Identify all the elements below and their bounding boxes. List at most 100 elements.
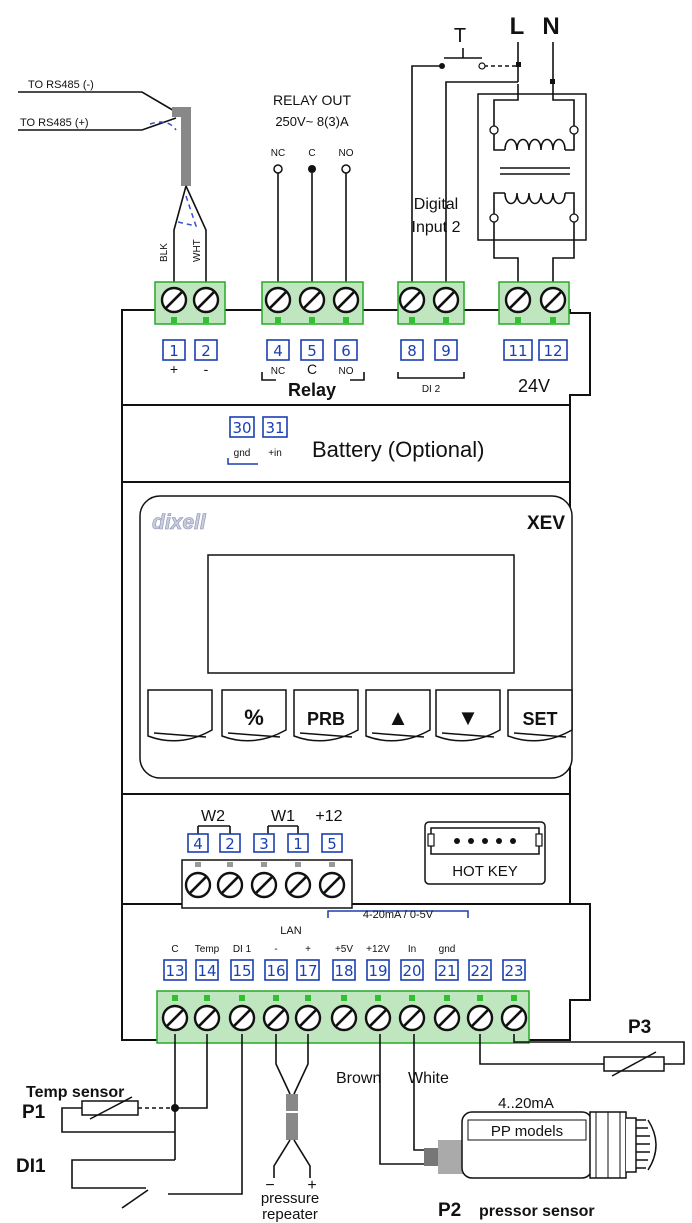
key-1[interactable]: % [221,689,287,742]
plus12-label: +12 [315,808,342,825]
bottom-screw-22 [466,1004,494,1032]
mid-terminal-5: 5 [327,835,337,853]
p1-label: P1 [22,1102,46,1123]
battery-label: Battery (Optional) [312,437,484,462]
ma-label: 4..20mA [498,1095,554,1112]
temp-sensor-label: Temp sensor [26,1084,124,1101]
top-terminal-label-6: NO [339,366,354,377]
transformer [477,84,587,290]
mid-terminal-3: 3 [259,835,269,853]
bottom-terminal-14: 14 [197,962,216,980]
digital-input-label-1: Digital [414,196,458,213]
top-terminal-12: 12 [543,342,562,360]
di1-label: DI1 [16,1156,46,1177]
top-screw-4 [264,286,292,314]
relay-group-label: Relay [288,380,336,400]
relay-out-rating: 250V~ 8(3)A [275,114,349,129]
top-screw-11 [504,286,532,314]
top-terminal-box [266,339,290,361]
w2-label: W2 [201,808,225,825]
bottom-terminal-19: 19 [368,962,387,980]
mid-screw-5 [318,871,346,899]
key-label-1: % [244,705,264,730]
rs485-minus-label: TO RS485 (-) [28,79,94,91]
brand-logo: dixell [152,511,207,534]
key-5[interactable]: SET [507,689,573,742]
top-terminal-box [538,339,568,361]
lan-label: LAN [280,925,301,937]
bottom-terminal-15: 15 [232,962,251,980]
key-3[interactable]: ▲ [365,689,431,742]
w1-label: W1 [271,808,295,825]
top-group-labels: Relay DI 2 24V [261,372,550,400]
p3-label: P3 [628,1017,651,1038]
top-terminal-box [162,339,186,361]
bottom-screw-17 [294,1004,322,1032]
top-terminal-blocks [154,281,570,325]
controller-display: dixell XEV % PRB▲ ▼ SET [139,495,573,779]
top-terminal-label-2: - [204,361,209,377]
line-n-label: N [542,13,559,40]
top-screw-9 [432,286,460,314]
top-screw-6 [332,286,360,314]
battery-section: 30 31 gnd +in Battery (Optional) [227,416,484,465]
line-l-label: L [510,13,525,40]
top-screw-12 [539,286,567,314]
bottom-terminal-label-14: Temp [195,944,220,955]
mid-terminal-1: 1 [293,835,303,853]
bottom-screw-13 [161,1004,189,1032]
bottom-screw-19 [364,1004,392,1032]
sensor-wiring: Temp sensor P1 DI1 − + pressure repeater… [16,1017,685,1223]
hot-key-label: HOT KEY [452,863,518,880]
mid-terminal-4: 4 [193,835,203,853]
t-switch-label: T [454,25,466,47]
battery-terminal-31: 31 [265,419,284,437]
top-terminal-box [434,339,458,361]
top-terminal-5: 5 [307,342,317,360]
model-label: XEV [527,513,565,534]
bottom-terminal-20: 20 [402,962,421,980]
top-terminal-box [503,339,533,361]
top-terminal-11: 11 [508,342,527,360]
bottom-terminal-label-21: gnd [439,944,456,955]
mid-screw-1 [284,871,312,899]
v24-group-label: 24V [518,376,550,396]
bottom-terminal-22: 22 [470,962,489,980]
pp-models-label: PP models [491,1123,563,1140]
lcd-screen [207,554,515,674]
relay-no-label: NO [339,148,354,159]
top-terminal-1: 1 [169,342,179,360]
top-screw-5 [298,286,326,314]
key-4[interactable]: ▼ [435,689,501,742]
bottom-terminal-label-19: +12V [366,944,390,955]
top-terminal-8: 8 [407,342,417,360]
top-terminal-4: 4 [273,342,283,360]
mid-screw-2 [216,871,244,899]
top-screw-2 [192,286,220,314]
key-label-4: ▼ [457,705,479,730]
bottom-screw-23 [500,1004,528,1032]
repeater-plus: + [307,1177,316,1194]
bottom-screw-16 [262,1004,290,1032]
key-0[interactable] [147,689,213,742]
key-2[interactable]: PRB [293,689,359,742]
mid-screw-4 [184,871,212,899]
wht-label: WHT [192,239,203,262]
bottom-terminal-label-15: DI 1 [233,944,252,955]
brown-wire-label: Brown [336,1070,381,1087]
relay-out-title: RELAY OUT [273,92,352,108]
mid-screw-3 [250,871,278,899]
top-terminal-box [334,339,358,361]
top-terminal-label-5: C [307,361,317,377]
bottom-terminal-17: 17 [298,962,317,980]
bottom-terminal-label-18: +5V [335,944,353,955]
repeater-minus: − [265,1177,274,1194]
bottom-terminal-label-16: - [274,944,277,955]
top-screw-1 [160,286,188,314]
relay-c-label: C [308,148,315,159]
top-terminal-label-1: + [170,361,178,377]
analog-group-label: 4-20mA / 0-5V [363,909,434,921]
bottom-screw-20 [398,1004,426,1032]
